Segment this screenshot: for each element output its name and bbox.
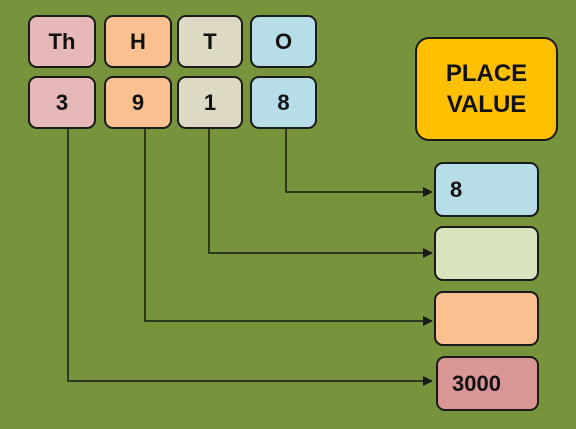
header-thousands-label: Th xyxy=(48,28,76,54)
place-value-title: PLACE VALUE xyxy=(415,37,558,141)
result-hundreds xyxy=(434,291,539,346)
header-hundreds-label: H xyxy=(130,28,146,54)
digit-ones: 8 xyxy=(250,76,317,129)
result-ones-value: 8 xyxy=(450,176,463,202)
digit-thousands-value: 3 xyxy=(55,89,69,115)
hundreds-arrow xyxy=(144,129,433,326)
title-line-1: PLACE xyxy=(445,59,528,87)
header-tens-label: T xyxy=(203,28,217,54)
result-thousands-value: 3000 xyxy=(452,370,501,396)
digit-ones-value: 8 xyxy=(277,89,290,115)
thousands-arrow xyxy=(67,129,433,386)
result-thousands: 3000 xyxy=(436,356,539,411)
ones-arrow xyxy=(285,129,433,197)
digit-hundreds: 9 xyxy=(104,76,172,129)
header-tens: T xyxy=(177,15,243,68)
header-thousands: Th xyxy=(28,15,96,68)
result-ones: 8 xyxy=(434,162,539,217)
digit-thousands: 3 xyxy=(28,76,96,129)
header-hundreds: H xyxy=(104,15,172,68)
digit-hundreds-value: 9 xyxy=(131,89,145,115)
result-tens xyxy=(434,226,539,281)
header-ones-label: O xyxy=(274,28,293,54)
digit-tens-value: 1 xyxy=(203,89,217,115)
header-ones: O xyxy=(250,15,317,68)
title-line-2: VALUE xyxy=(446,91,527,118)
tens-arrow xyxy=(208,129,433,258)
digit-tens: 1 xyxy=(177,76,243,129)
